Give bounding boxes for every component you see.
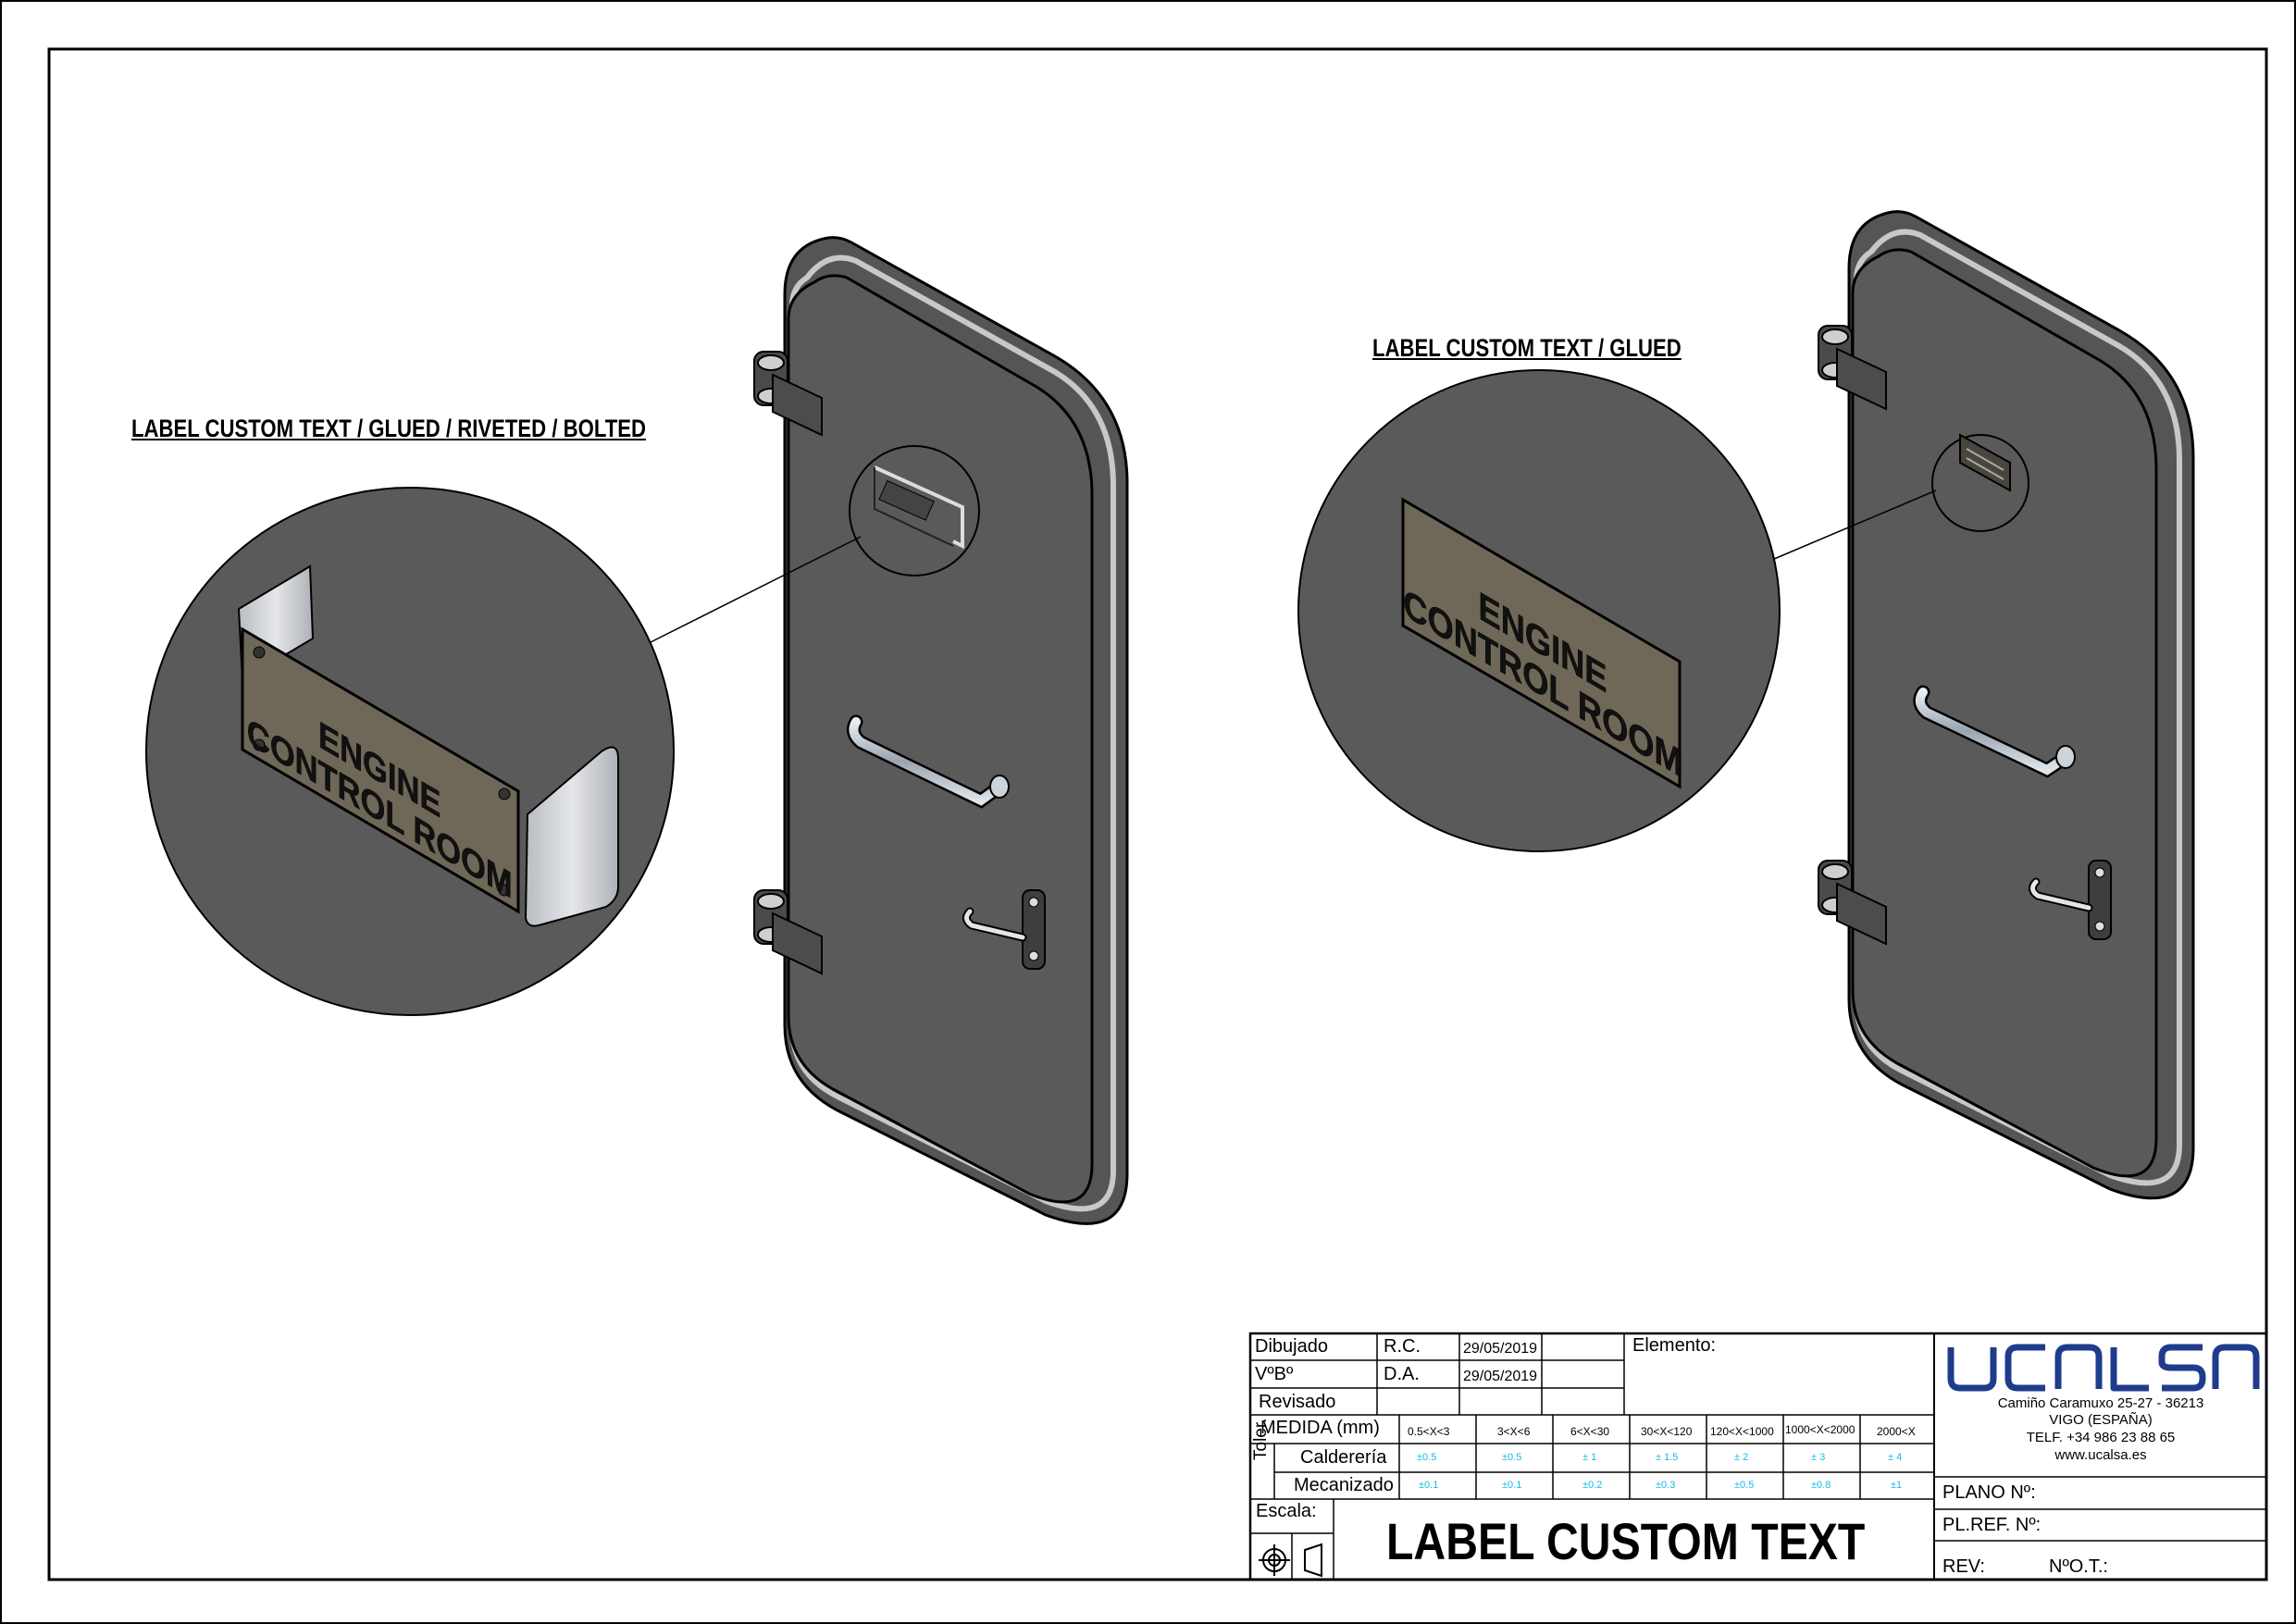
detail-circle-small-left <box>849 445 980 576</box>
company-logo-icon <box>1947 1344 2260 1392</box>
caldereria-value-2: ± 1 <box>1582 1452 1597 1463</box>
detail-circle-large-left: ENGINE CONTROL ROOM <box>145 487 675 1016</box>
company-address-line2: VIGO (ESPAÑA) <box>2049 1412 2153 1428</box>
mecanizado-value-5: ±0.8 <box>1811 1480 1831 1491</box>
leader-line-left <box>644 536 862 646</box>
medida-label: MEDIDA (mm) <box>1260 1418 1380 1438</box>
detail-circle-small-right <box>1931 433 2029 532</box>
lever-left <box>962 889 1046 970</box>
callout-title-right: LABEL CUSTOM TEXT / GLUED <box>1372 334 1682 362</box>
plref-label: PL.REF. Nº: <box>1942 1515 2042 1535</box>
row-revisado-label: Revisado <box>1259 1392 1336 1412</box>
title-block-grid <box>1248 1332 2268 1581</box>
range-3: 30<X<120 <box>1641 1425 1693 1438</box>
door-left <box>753 236 1129 1225</box>
plano-label: PLANO Nº: <box>1942 1482 2036 1503</box>
company-address-line1: Camiño Caramuxo 25-27 - 36213 <box>1997 1395 2204 1411</box>
company-web: www.ucalsa.es <box>2054 1447 2147 1463</box>
mecanizado-label: Mecanizado <box>1294 1475 1394 1495</box>
caldereria-value-5: ± 3 <box>1811 1452 1826 1463</box>
inner-border <box>47 47 2268 1581</box>
caldereria-value-6: ± 4 <box>1888 1452 1903 1463</box>
range-0: 0.5<X<3 <box>1408 1425 1450 1438</box>
mecanizado-value-0: ±0.1 <box>1419 1480 1439 1491</box>
toler-label: Toler. <box>1251 1418 1271 1460</box>
door-right <box>1818 210 2195 1200</box>
rev-label: REV: <box>1942 1556 1985 1577</box>
caldereria-value-3: ± 1.5 <box>1656 1452 1679 1463</box>
row-vobo-initials: D.A. <box>1384 1364 1420 1384</box>
mecanizado-value-3: ±0.3 <box>1656 1480 1676 1491</box>
escala-label: Escala: <box>1256 1501 1317 1521</box>
range-5: 1000<X<2000 <box>1785 1423 1855 1436</box>
mecanizado-value-2: ±0.2 <box>1582 1480 1603 1491</box>
caldereria-value-0: ±0.5 <box>1417 1452 1437 1463</box>
row-vobo-date: 29/05/2019 <box>1463 1369 1538 1384</box>
projection-symbol-icon <box>1259 1543 1322 1578</box>
row-dibujado-initials: R.C. <box>1384 1336 1421 1357</box>
hinge-upper-right <box>1818 325 1887 411</box>
caldereria-label: Calderería <box>1300 1447 1387 1468</box>
lever-right <box>2029 860 2112 940</box>
range-1: 3<X<6 <box>1497 1425 1531 1438</box>
caldereria-value-4: ± 2 <box>1734 1452 1749 1463</box>
caldereria-value-1: ±0.5 <box>1502 1452 1522 1463</box>
elemento-label: Elemento: <box>1632 1335 1717 1356</box>
range-2: 6<X<30 <box>1570 1425 1610 1438</box>
hinge-upper-left <box>753 351 823 437</box>
row-dibujado-label: Dibujado <box>1255 1336 1328 1357</box>
company-phone: TELF. +34 986 23 88 65 <box>2026 1430 2176 1445</box>
row-vobo-label: VºBº <box>1255 1364 1294 1384</box>
handle-right <box>1913 685 2076 778</box>
leader-line-right <box>1767 490 1937 563</box>
range-4: 120<X<1000 <box>1710 1425 1774 1438</box>
not-label: NºO.T.: <box>2049 1556 2108 1577</box>
mecanizado-value-1: ±0.1 <box>1502 1480 1522 1491</box>
callout-title-left: LABEL CUSTOM TEXT / GLUED / RIVETED / BO… <box>131 415 646 442</box>
handle-left <box>846 714 1010 809</box>
hinge-lower-left <box>753 889 823 975</box>
detail-circle-large-right: ENGINE CONTROL ROOM <box>1297 369 1781 852</box>
drawing-title: LABEL CUSTOM TEXT <box>1386 1512 1866 1570</box>
mecanizado-value-6: ±1 <box>1891 1480 1903 1491</box>
hinge-lower-right <box>1818 860 1887 946</box>
mecanizado-value-4: ±0.5 <box>1734 1480 1755 1491</box>
row-dibujado-date: 29/05/2019 <box>1463 1341 1538 1357</box>
range-6: 2000<X <box>1877 1425 1916 1438</box>
